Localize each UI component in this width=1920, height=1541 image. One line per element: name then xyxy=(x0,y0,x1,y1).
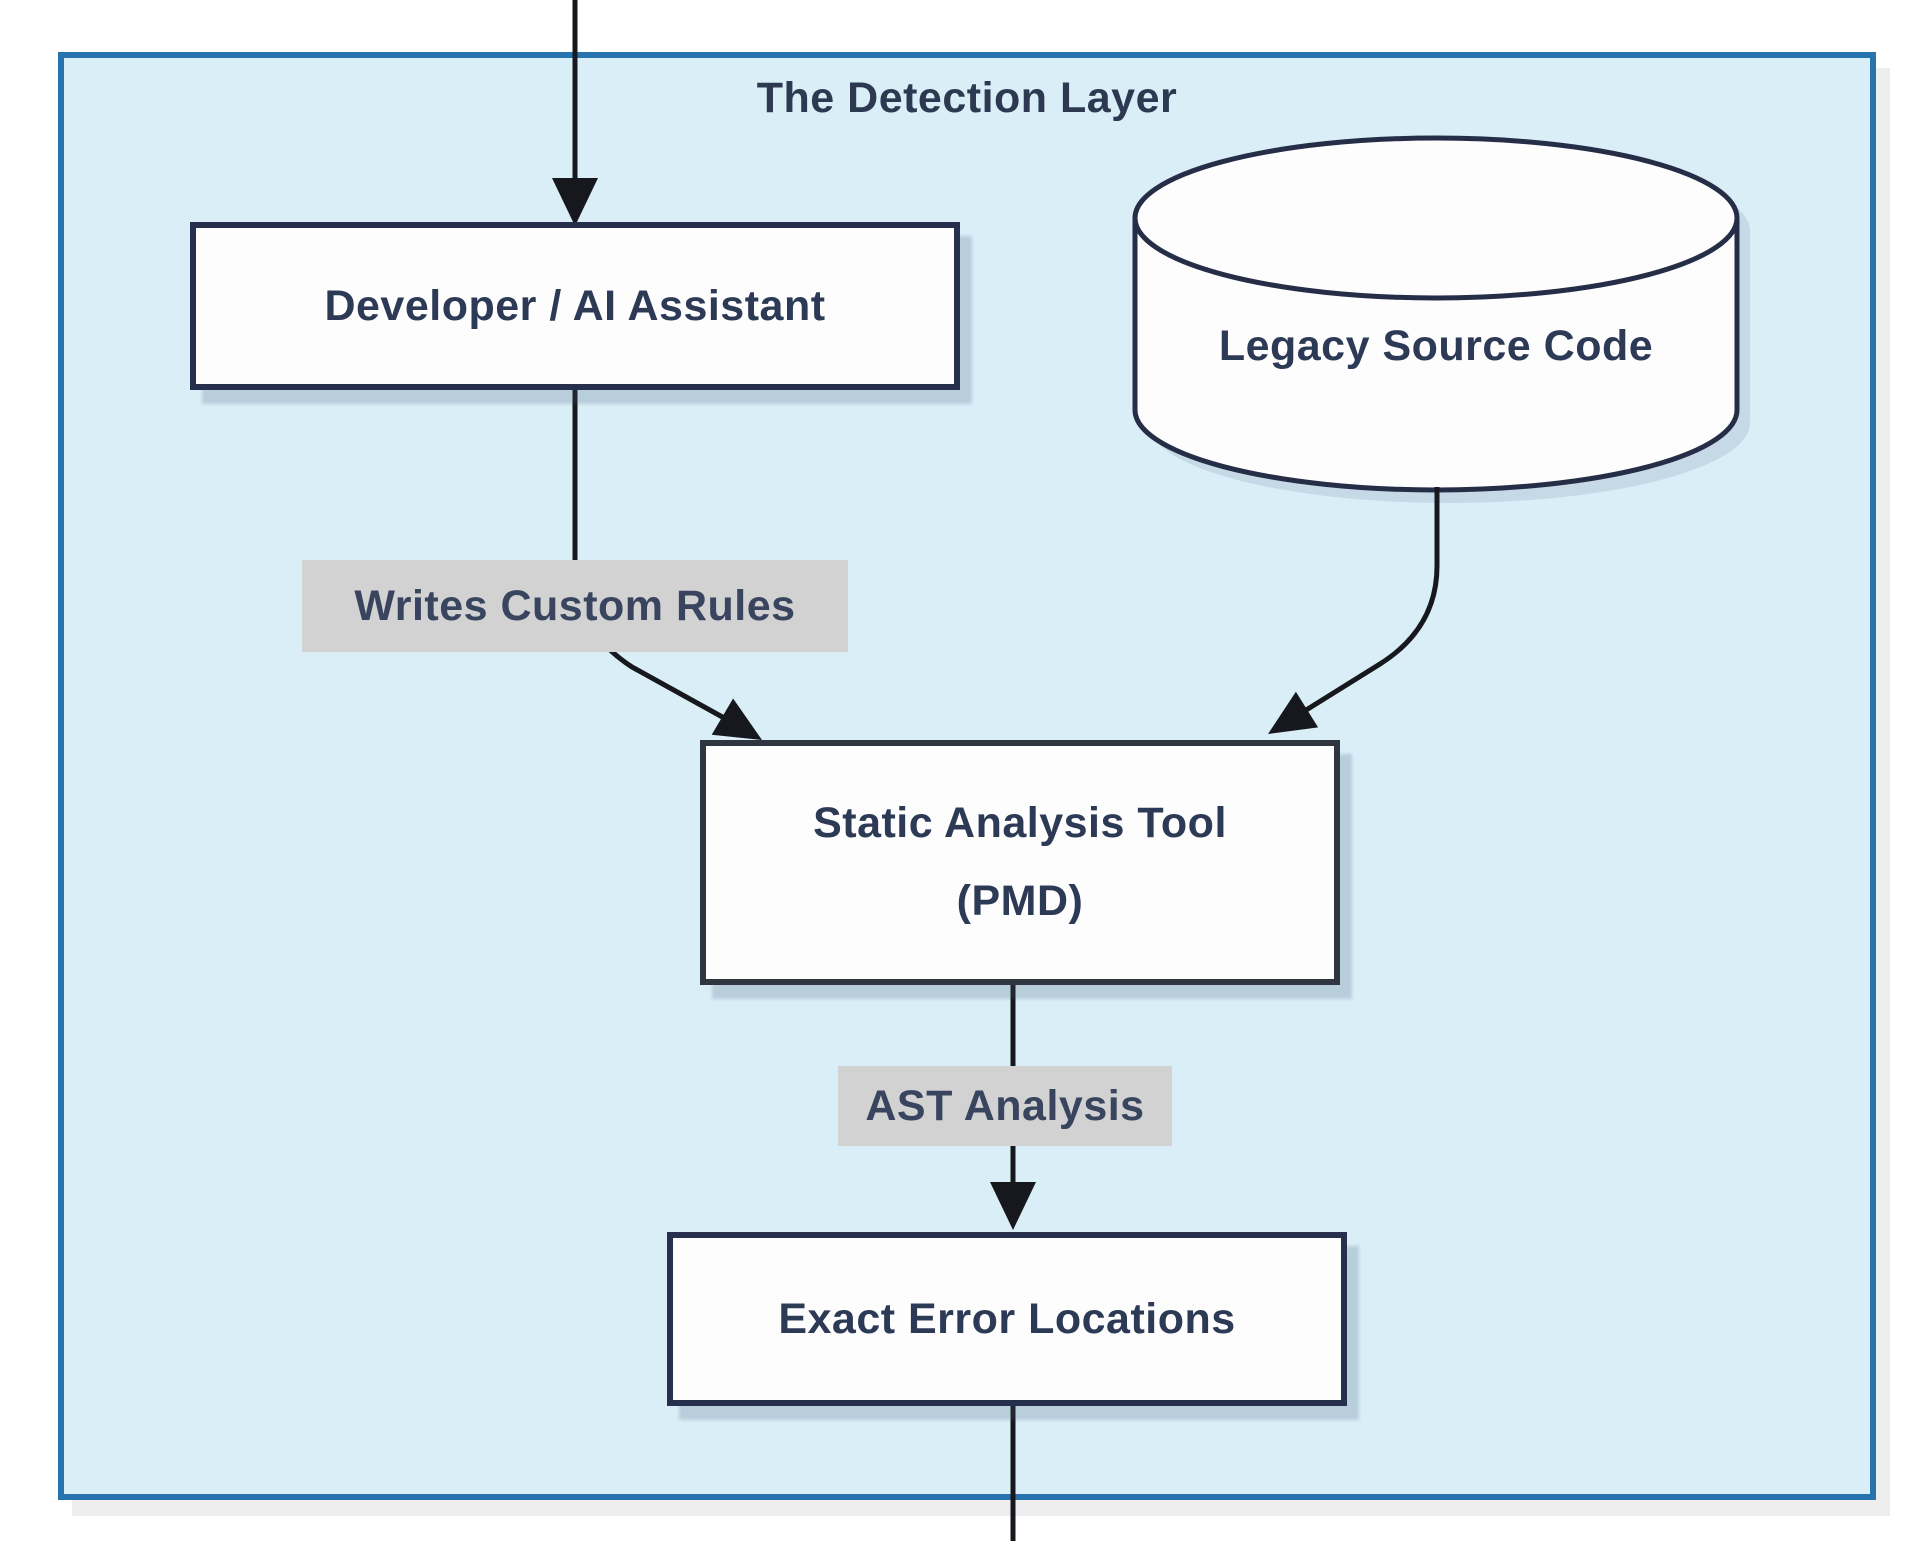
node-developer-ai-assistant: Developer / AI Assistant xyxy=(190,222,960,390)
node-legacy-source-code-label-wrap: Legacy Source Code xyxy=(1136,322,1736,371)
node-legacy-label: Legacy Source Code xyxy=(1218,322,1654,370)
edge-label-ast-analysis: AST Analysis xyxy=(838,1066,1172,1146)
arrowhead-legacy-to-static xyxy=(1268,691,1319,734)
node-exact-error-locations: Exact Error Locations xyxy=(667,1232,1347,1406)
cylinder-shape xyxy=(1132,135,1740,493)
arrowhead-static-to-exact xyxy=(990,1182,1036,1230)
edge-label-writes-custom-rules: Writes Custom Rules xyxy=(302,560,848,652)
arrowhead-developer-to-static xyxy=(711,698,762,740)
cylinder-rim xyxy=(1132,217,1740,301)
node-static-analysis-tool: Static Analysis Tool (PMD) xyxy=(700,740,1340,985)
node-exact-label: Exact Error Locations xyxy=(778,1294,1236,1343)
edge-developer-to-static xyxy=(572,390,728,722)
node-developer-label: Developer / AI Assistant xyxy=(324,281,826,330)
node-static-label-line2: (PMD) xyxy=(956,876,1084,925)
node-static-label-line1: Static Analysis Tool xyxy=(813,799,1227,848)
detection-layer-title: The Detection Layer xyxy=(756,74,1178,122)
arrowhead-into-developer xyxy=(552,178,598,226)
edge-legacy-to-static xyxy=(1301,487,1440,715)
